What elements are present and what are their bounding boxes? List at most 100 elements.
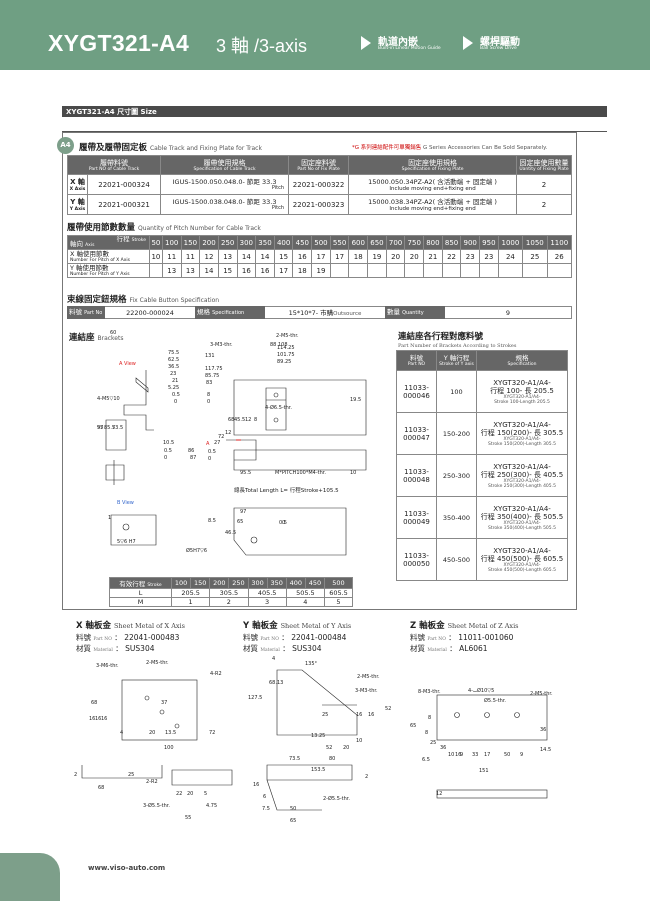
fix-pn: 22021-000322 [288,174,350,195]
dimension-label: 20 [343,745,350,751]
stroke-label: 行程 Stroke [117,236,146,244]
eff-stroke: 450 [304,577,326,589]
th-spec-en: Specification [507,362,537,367]
th-zh: 履帶使用規格 [203,158,246,167]
dimension-label: 68 [228,417,235,423]
dimension-label: 135° [305,661,318,667]
dimension-label: 97 [240,509,247,515]
bracket-plate-outline [233,379,367,436]
pn-value: 22041-000483 [124,633,180,642]
spec-sub: Pitch [271,205,285,211]
fix-spec-sub: Include moving end+fixing end [389,205,476,212]
brackets-title-en: Brackets [97,335,124,342]
dimension-label: 4.75 [206,803,218,809]
axis-zh: Y 軸 [70,198,85,206]
pitch-y-cell [149,263,163,278]
dimension-label: 0.5 [164,448,172,454]
eff-l-cell: 305.5 [209,588,249,598]
spec-line1: XYGT320-A1/A4- [493,420,551,429]
dimension-label: 10 [350,470,357,476]
dimension-label: 6 [263,794,267,800]
dimension-label: 10 [448,752,455,758]
eff-stroke: 500 [324,577,353,589]
spec-line3: XYGT320-A1/A4- [503,436,541,442]
part-number: 11033-000049 [396,496,437,539]
pitch-x-cell: 11 [180,249,201,264]
hole-mark [484,712,490,718]
th-pn-en: Part NO [407,362,426,367]
eff-l-cell: 405.5 [247,588,287,598]
pitch-x-cell: 18 [348,249,369,264]
x-label-en: Number For Pitch of X Axis [70,257,130,263]
dimension-label: 27 [214,440,221,446]
dimension-label: 8 [254,417,258,423]
footer-url[interactable]: www.viso-auto.com [88,864,166,872]
eff-label: 有效行程 Stroke [109,577,172,589]
eff-stroke: 300 [247,577,268,589]
dimension-label: 36.5 [168,364,180,370]
dimension-label: 33 [472,752,479,758]
pitch-y-cell [546,263,573,278]
dimension-label: 9 [460,752,464,758]
spec-line2: 行程 450(500)- 長 605.5 [480,554,564,563]
spec-line4: Stroke 450(500)-Length 605.5 [488,567,556,573]
pitch-x-cell: 25 [522,249,548,264]
dimension-label: 12 [436,791,443,797]
dimension-label: 117.75 [205,366,223,372]
stroke-col: 800 [423,235,443,250]
dimension-label: 8 [207,392,211,398]
dimension-label: 19.5 [350,397,362,403]
bracket-plan [233,507,347,556]
dimension-label: 36 [440,745,447,751]
cable-title-zh: 履帶及履帶固定板 [79,143,148,153]
stroke-col: 850 [441,235,462,250]
hole-mark [144,695,150,701]
stroke-col: 350 [255,235,275,250]
pitch-x-cell: 26 [546,249,573,264]
dimension-label: 72 [209,730,216,736]
pn-value: 11011-001060 [458,633,514,642]
dimension-label: 3-M3-thr. [210,342,233,348]
dimension-label: 36 [540,727,547,733]
spec-line4: Stroke 150(200)-Length 305.5 [488,441,556,447]
sheet-drawings [81,669,548,811]
x-label-zh: X 軸使用節數 [70,249,110,258]
cable-pn: 22021-000321 [86,194,162,215]
dimension-label: 7.5 [262,806,270,812]
pitch-x-cell: 23 [479,249,499,264]
dimension-label: 0.5 [208,449,216,455]
dimension-label: 3-M3-thr. [355,688,378,694]
spec-sub: Pitch [271,185,285,191]
fix-spec-text: 15000.050.34PZ-A2( 含活動端 + 固定端 ) [368,177,497,186]
th-en: Part NO of Cable Track [88,166,140,172]
spec-line4: Stroke 100-Length 205.5 [494,399,550,405]
part-number: 11033-000046 [396,370,437,413]
spec-line2: 行程 100- 長 205.5 [490,386,554,395]
dimension-label: 75.5 [168,350,180,356]
stroke-zh: 行程 [116,235,130,243]
dimension-label: 9 [520,752,524,758]
dimension-label: 95.5 [240,470,252,476]
dimension-label: 52 [326,745,333,751]
stroke-col: 450 [292,235,313,250]
dimension-label: 5 [204,791,208,797]
dimension-label: 16 [101,716,108,722]
dimension-label: 4 [120,730,124,736]
a-view-label: A View [119,361,136,367]
stroke-col: 700 [385,235,406,250]
fix-pn: 22021-000323 [288,194,350,215]
sheet-title: X 軸板金 Sheet Metal of X Axis [76,619,185,631]
spec-zh: 15*10*7- 市購 [288,309,334,317]
pitch-y-cell [479,263,499,278]
dimension-label: 6.5 [422,757,430,763]
pitch-y-cell: 14 [199,263,219,278]
pitch-title-en: Quantity of Pitch Number for Cable Track [137,225,261,232]
dimension-label: 80 [329,756,336,762]
